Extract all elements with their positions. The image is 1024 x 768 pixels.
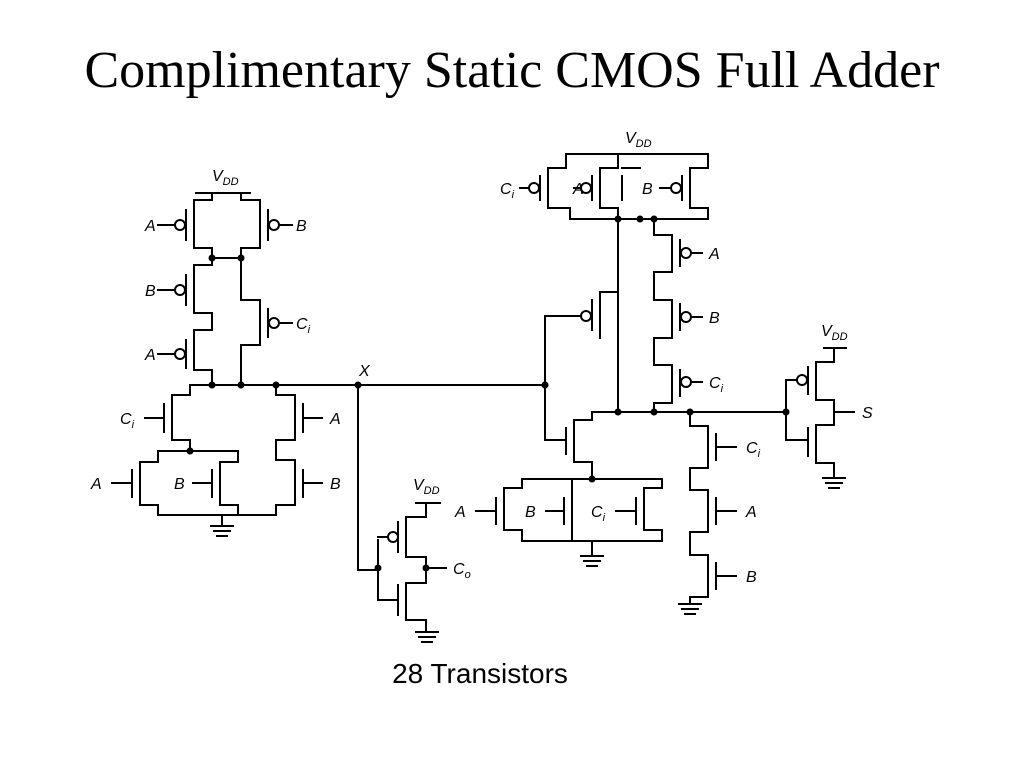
gate-label-a: A — [90, 476, 102, 493]
gate-label-b: B — [174, 476, 185, 493]
gate-label-a: A — [745, 504, 757, 521]
gate-label-ci: Ci — [709, 375, 724, 395]
transistor-count-caption: 28 Transistors — [392, 658, 568, 689]
gate-label-b: B — [746, 569, 757, 586]
gate-label-b: B — [709, 310, 720, 327]
svg-text:VDD: VDD — [413, 477, 440, 497]
output-label-co: Co — [453, 561, 471, 581]
slide-title: Complimentary Static CMOS Full Adder — [84, 42, 940, 99]
gate-label-a: A — [144, 218, 156, 235]
svg-text:Ci: Ci — [709, 375, 724, 395]
carry-output-inverter — [354, 381, 447, 643]
gate-label-a: A — [572, 181, 584, 198]
svg-text:Ci: Ci — [591, 504, 606, 524]
gate-label-ci: Ci — [500, 181, 515, 201]
sum-output-inverter — [782, 347, 855, 489]
gate-label-b: B — [642, 181, 653, 198]
gate-label-ci: Ci — [120, 411, 135, 431]
vdd-label-sum: VDD — [625, 130, 652, 150]
svg-text:Co: Co — [453, 561, 471, 581]
svg-text:Ci: Ci — [746, 440, 761, 460]
carry-stage — [111, 192, 546, 537]
vdd-label-s: VDD — [821, 323, 848, 343]
gate-label-b: B — [525, 504, 536, 521]
svg-text:Ci: Ci — [120, 411, 135, 431]
sum-stage — [475, 153, 787, 615]
gate-label-b: B — [296, 218, 307, 235]
output-label-s: S — [862, 405, 873, 422]
svg-text:Ci: Ci — [500, 181, 515, 201]
gate-label-a: A — [329, 411, 341, 428]
gate-label-a: A — [708, 246, 720, 263]
svg-text:Ci: Ci — [296, 316, 311, 336]
gate-label-b: B — [145, 283, 156, 300]
gate-label-a: A — [454, 504, 466, 521]
gate-label-a: A — [144, 347, 156, 364]
vdd-label-cout: VDD — [413, 477, 440, 497]
node-label-x: X — [358, 363, 371, 380]
gate-label-ci: Ci — [296, 316, 311, 336]
svg-text:VDD: VDD — [625, 130, 652, 150]
svg-text:VDD: VDD — [821, 323, 848, 343]
vdd-label-carry: VDD — [212, 168, 239, 188]
svg-text:VDD: VDD — [212, 168, 239, 188]
gate-label-b: B — [330, 476, 341, 493]
gate-label-ci: Ci — [591, 504, 606, 524]
gate-label-ci: Ci — [746, 440, 761, 460]
